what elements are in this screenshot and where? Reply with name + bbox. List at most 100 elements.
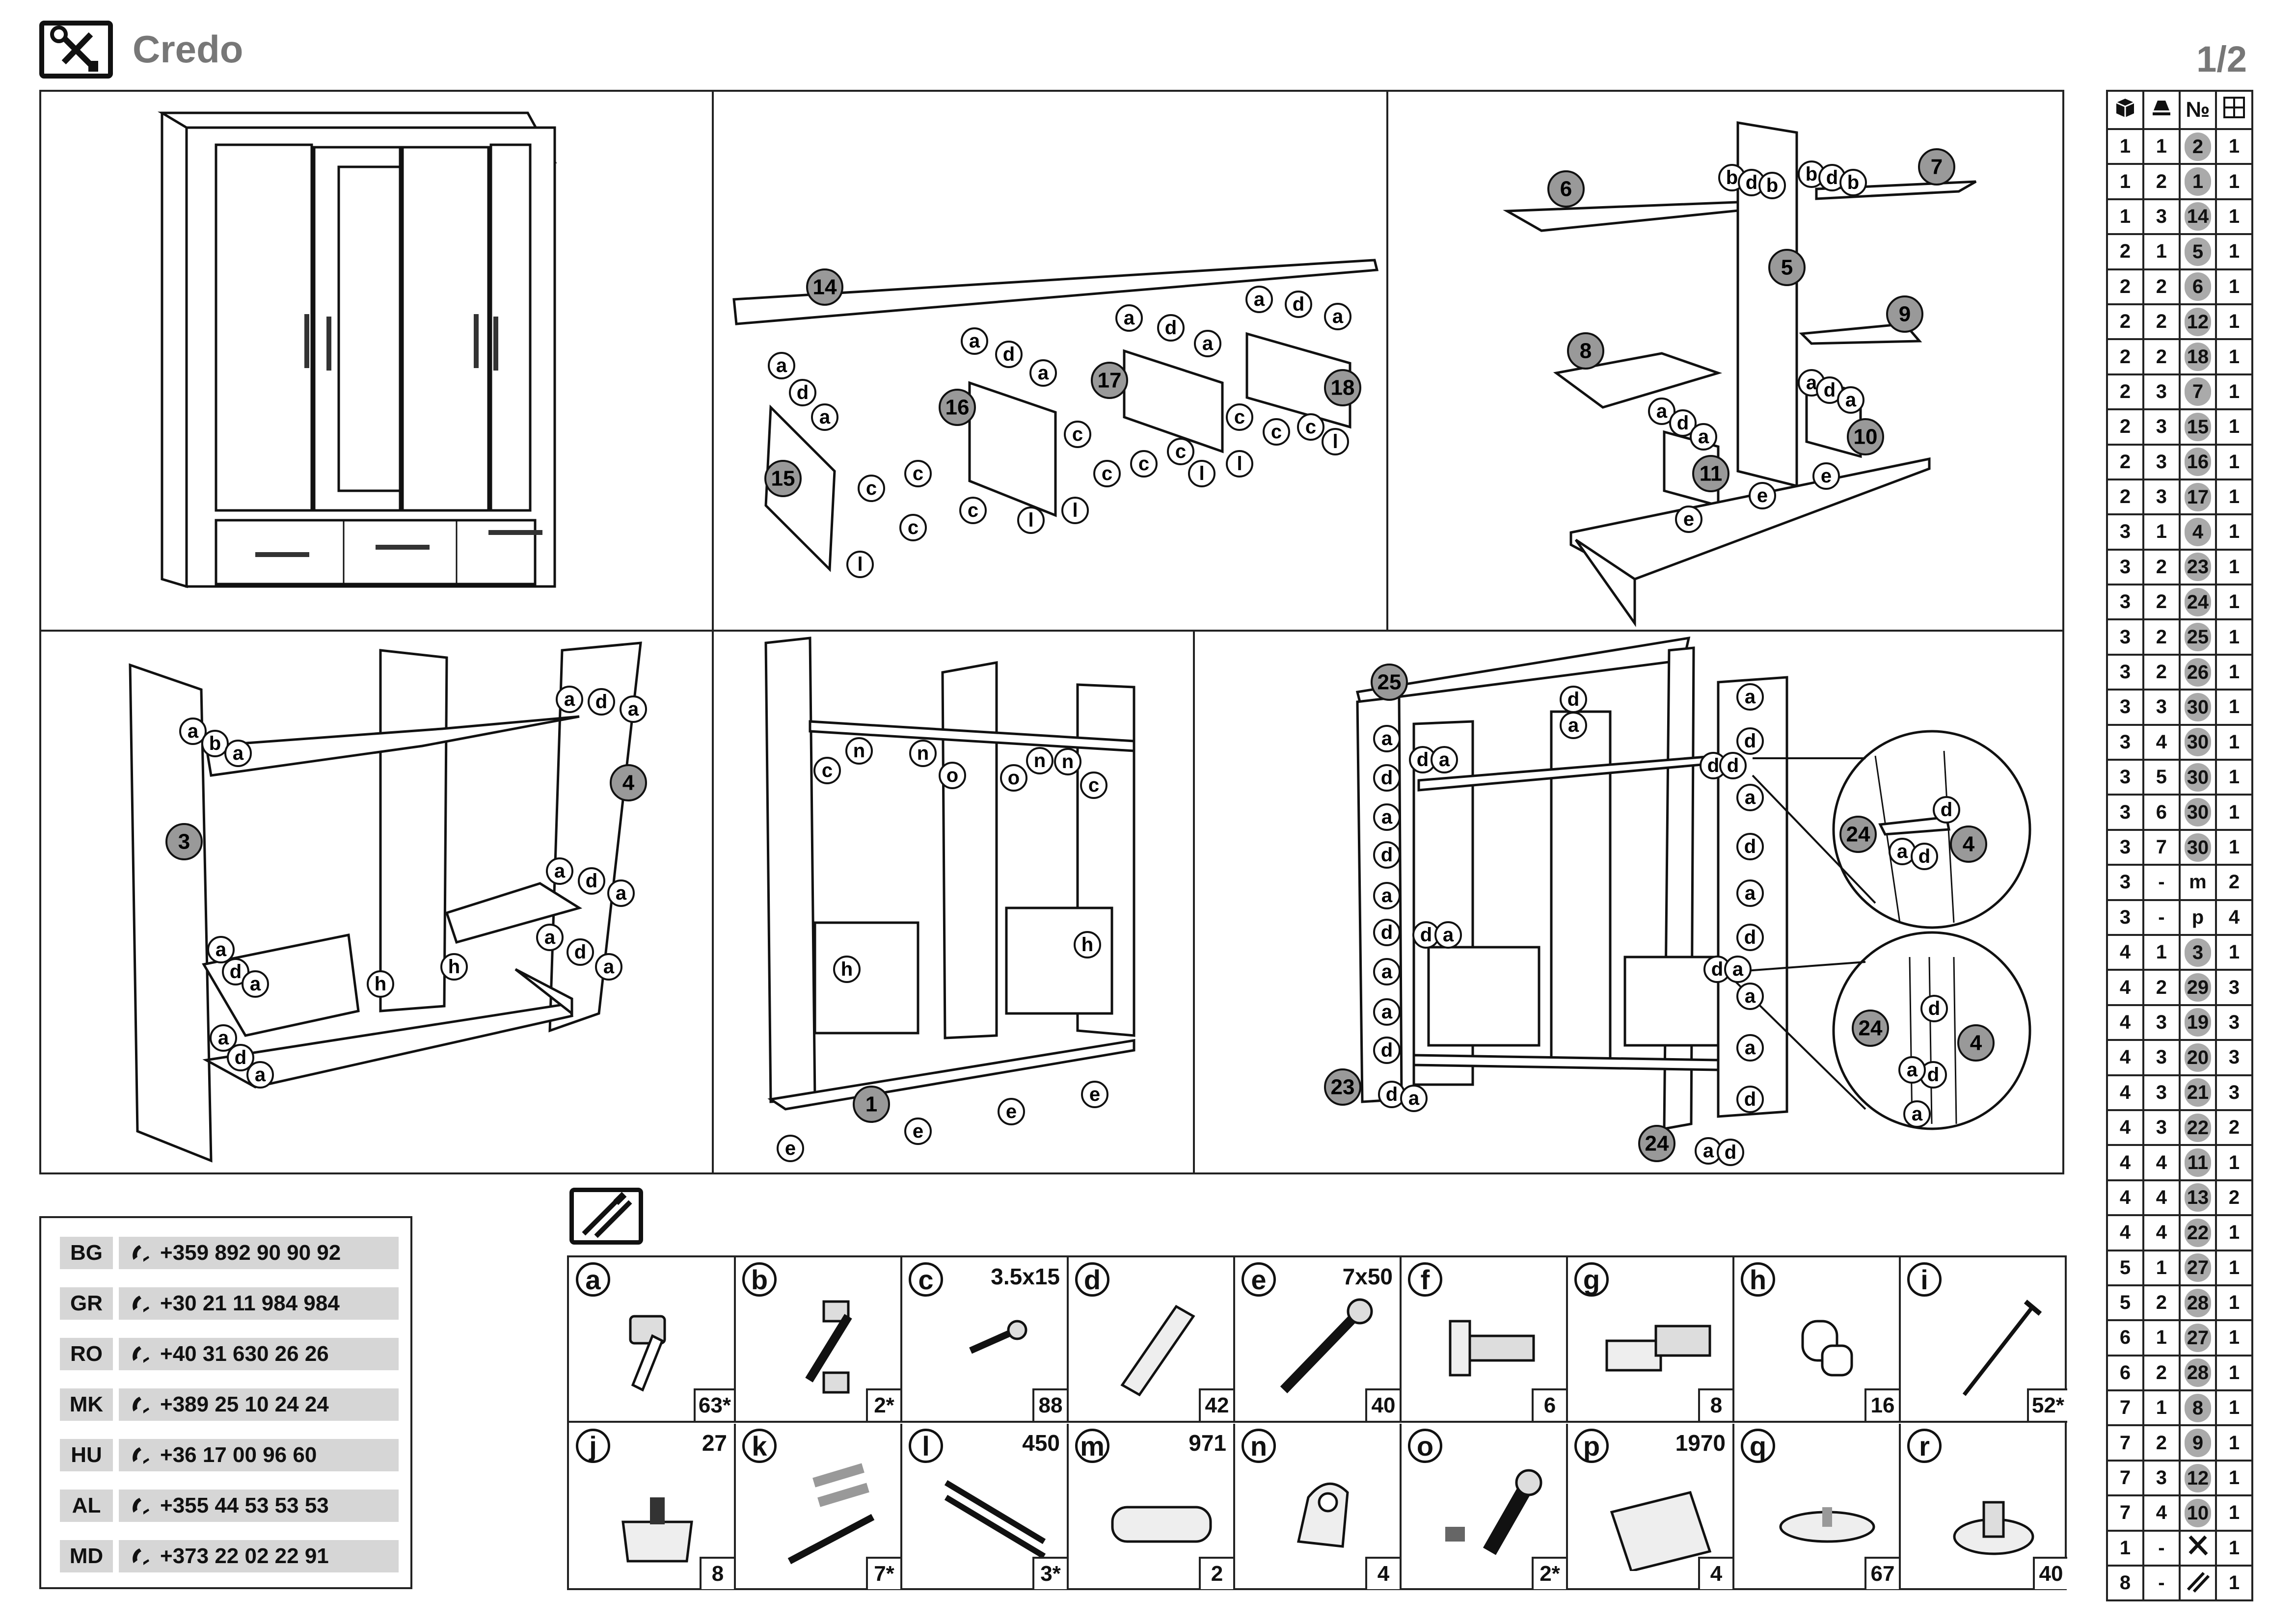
svg-text:a: a [218,1027,229,1049]
svg-text:a: a [1745,1037,1756,1059]
parts-cell: 7 [2178,373,2217,411]
svg-text:4: 4 [1970,1031,1982,1055]
hardware-callout: e [1812,462,1840,490]
parts-cell: 1 [2215,233,2253,270]
hardware-callout: a [1903,1100,1931,1128]
hardware-letter: e [1242,1262,1276,1297]
hardware-quantity: 42 [1199,1388,1233,1421]
hardware-callout: c [858,475,885,502]
svg-text:d: d [1386,1084,1398,1105]
hardware-callout: d [1736,833,1764,860]
svg-text:a: a [250,973,261,995]
parts-cell: 1 [2142,128,2181,165]
hardware-size: 450 [1022,1430,1060,1456]
parts-cell: 1 [2215,303,2253,341]
phone-text: +36 17 00 96 60 [160,1443,317,1467]
parts-cell: 2 [2142,163,2181,200]
svg-text:a: a [1806,372,1817,394]
divider [712,90,714,630]
nail-icon [1962,1300,2042,1396]
hardware-callout: d [1911,843,1938,870]
parts-cell: 1 [2106,198,2144,236]
svg-text:d: d [1727,755,1739,776]
hardware-letter: b [742,1262,777,1297]
phone-icon [133,1245,149,1262]
parts-cell: 4 [2215,899,2253,936]
part-callout: 5 [1768,249,1806,286]
svg-text:a: a [188,720,199,742]
hardware-quantity: 2* [1532,1557,1566,1589]
svg-text:d: d [230,961,242,983]
final-assembly-drawing [1355,636,2031,1131]
assembly-steps-frame [39,90,2064,1174]
parts-cell: 26 [2178,653,2217,691]
parts-cell: 25 [2178,618,2217,656]
hardware-quantity: 88 [1032,1388,1067,1421]
hardware-callout: a [242,970,269,998]
phone-text: +40 31 630 26 26 [160,1342,329,1366]
svg-text:d: d [1381,844,1393,866]
shelf-support-icon [1801,1320,1853,1377]
hardware-callout: a [1695,1137,1722,1165]
parts-cell: 5 [2106,1284,2144,1322]
parts-cell: 4 [2106,1074,2144,1111]
parts-cell: 2 [2142,548,2181,586]
svg-text:a: a [1332,306,1344,327]
svg-text:4: 4 [1963,832,1975,856]
parts-cell: 1 [2142,233,2181,270]
hardware-callout: l [1017,506,1045,534]
parts-cell: 4 [2142,1179,2181,1217]
svg-text:l: l [857,554,863,575]
country-code: BG [60,1237,113,1269]
parts-cell: 1 [2215,163,2253,200]
parts-cell: 1 [2215,198,2253,236]
hardware-callout: c [1064,421,1091,448]
hardware-callout: d [222,958,249,985]
phone-number: +373 22 02 22 91 [119,1540,399,1572]
parts-cell: 7 [2106,1494,2144,1532]
hardware-callout: l [1188,460,1216,487]
hardware-callout: a [1400,1085,1428,1112]
parts-cell: 4 [2142,1494,2181,1532]
hardware-letter: r [1907,1429,1942,1463]
hardware-callout: a [1837,386,1864,414]
parts-cell: 1 [2106,163,2144,200]
hardware-callout: d [578,867,605,895]
parts-cell: 20 [2178,1039,2217,1076]
part-callout: 7 [1918,148,1955,186]
double-cam-bolt-icon [805,1300,852,1394]
svg-text:n: n [917,743,929,764]
parts-cell: 1 [2215,1565,2253,1602]
svg-text:l: l [1237,453,1242,475]
box-icon [2106,90,2144,130]
phone-number: +40 31 630 26 26 [119,1338,399,1370]
parts-cell: 1 [2178,163,2217,200]
parts-cell: 8 [2178,1389,2217,1427]
bumper-icon [1953,1501,2034,1555]
svg-text:d: d [574,941,586,963]
svg-text:n: n [853,740,865,762]
hardware-callout: a [536,924,564,951]
hardware-callout: c [899,514,927,541]
phone-icon [133,1447,149,1464]
svg-text:h: h [448,956,460,978]
svg-text:d: d [1744,730,1756,752]
parts-cell: 5 [2178,233,2217,270]
hardware-callout: a [224,740,252,767]
hardware-callout: b [1798,160,1825,188]
svg-text:c: c [1271,421,1282,443]
parts-cell: 30 [2178,794,2217,831]
hardware-callout: c [1263,418,1290,446]
hardware-callout: a [1373,882,1401,909]
